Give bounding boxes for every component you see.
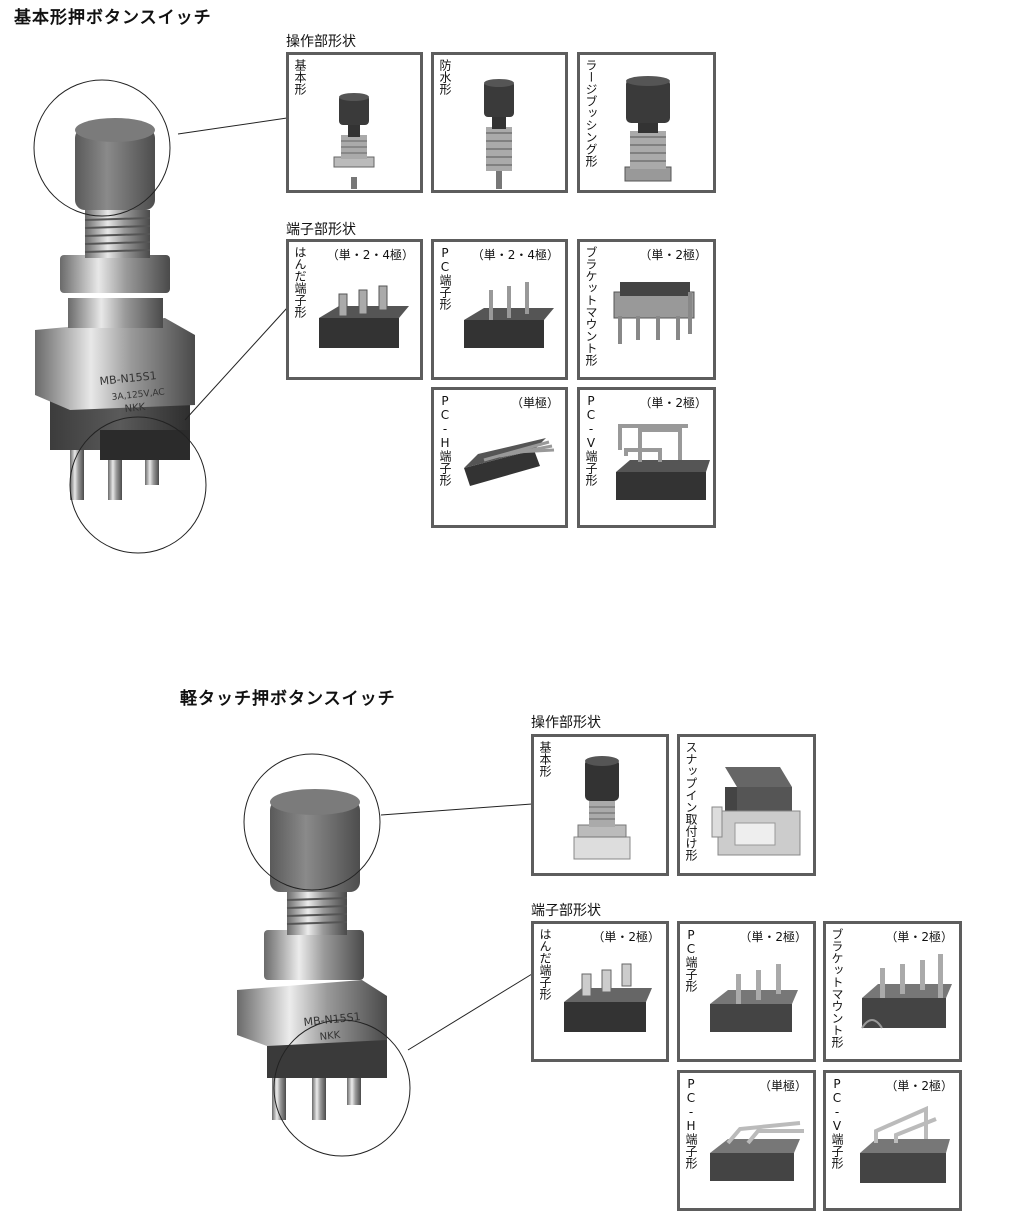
s1-term-card-bracket: ブラケットマウント形 （単・2極）: [577, 239, 716, 380]
poles-label: （単・2・4極）: [326, 248, 414, 262]
poles-label: （単極）: [510, 396, 559, 410]
card-label: PC-H端子形: [684, 1077, 698, 1169]
poles-label: （単極）: [758, 1079, 807, 1093]
photo1-model-text: MB-N15S1: [99, 369, 157, 388]
s2-term-card-pc-h: PC-H端子形 （単極）: [677, 1070, 816, 1211]
section2-terminal-label: 端子部形状: [531, 903, 601, 919]
basic-plunger-icon: [573, 756, 631, 860]
card-label: PC端子形: [438, 246, 452, 310]
large-bushing-plunger-icon: [624, 76, 672, 182]
card-label: 防水形: [438, 59, 452, 95]
poles-label: （単・2極）: [592, 930, 660, 944]
pc-h-terminal-icon: [710, 1121, 804, 1181]
card-label: ラージブッシング形: [584, 59, 598, 167]
card-label: ブラケットマウント形: [830, 928, 844, 1048]
photo2-brand-text: NKK: [319, 1030, 341, 1043]
s1-term-card-pc: PC端子形 （単・2・4極）: [431, 239, 568, 380]
bracket-mount-icon: [861, 954, 952, 1029]
waterproof-plunger-icon: [484, 79, 514, 189]
photo1-brand-text: NKK: [124, 402, 146, 415]
card-label: はんだ端子形: [293, 246, 307, 318]
s2-op-card-snap-in: スナップイン取付け形: [677, 734, 816, 876]
snap-in-mount-icon: [711, 767, 801, 856]
s2-term-card-pc: PC端子形 （単・2極）: [677, 921, 816, 1062]
section2-operation-label: 操作部形状: [531, 715, 601, 731]
poles-label: （単・2極）: [639, 248, 707, 262]
poles-label: （単・2極）: [739, 930, 807, 944]
card-label: PC-V端子形: [830, 1077, 844, 1169]
card-label: PC-H端子形: [438, 394, 452, 486]
pc-terminal-icon: [710, 964, 798, 1032]
card-label: 基本形: [538, 741, 552, 777]
card-label: スナップイン取付け形: [684, 741, 698, 861]
pc-v-terminal-icon: [616, 424, 710, 500]
s2-term-card-bracket: ブラケットマウント形 （単・2極）: [823, 921, 962, 1062]
s1-op-card-large-bushing: ラージブッシング形: [577, 52, 716, 193]
s2-term-card-pc-v: PC-V端子形 （単・2極）: [823, 1070, 962, 1211]
pc-terminal-icon: [464, 282, 554, 348]
s1-term-card-solder: はんだ端子形 （単・2・4極）: [286, 239, 423, 380]
card-label: 基本形: [293, 59, 307, 95]
section1-callout-lines: [177, 117, 288, 421]
section2-callout-lines: [380, 803, 533, 1051]
section1-terminal-label: 端子部形状: [286, 222, 356, 238]
s2-term-card-solder: はんだ端子形 （単・2極）: [531, 921, 669, 1062]
pc-h-terminal-icon: [464, 438, 555, 486]
s1-op-card-waterproof: 防水形: [431, 52, 568, 193]
poles-label: （単・2・4極）: [471, 248, 559, 262]
poles-label: （単・2極）: [885, 1079, 953, 1093]
s1-op-card-basic: 基本形: [286, 52, 423, 193]
bracket-mount-icon: [613, 282, 695, 344]
s1-term-card-pc-h: PC-H端子形 （単極）: [431, 387, 568, 528]
section1-operation-label: 操作部形状: [286, 34, 356, 50]
solder-terminal-icon: [564, 963, 652, 1032]
card-label: はんだ端子形: [538, 928, 552, 1000]
poles-label: （単・2極）: [639, 396, 707, 410]
basic-plunger-icon: [333, 93, 375, 189]
s2-op-card-basic: 基本形: [531, 734, 669, 876]
card-label: PC-V端子形: [584, 394, 598, 486]
card-label: ブラケットマウント形: [584, 246, 598, 366]
section1-title: 基本形押ボタンスイッチ: [14, 8, 212, 28]
pc-v-terminal-icon: [860, 1105, 950, 1183]
section2-switch-photo: MB-N15S1 NKK: [237, 753, 411, 1157]
poles-label: （単・2極）: [885, 930, 953, 944]
solder-terminal-icon: [319, 285, 409, 348]
card-label: PC端子形: [684, 928, 698, 992]
s1-term-card-pc-v: PC-V端子形 （単・2極）: [577, 387, 716, 528]
section1-switch-photo: MB-N15S1 3A,125V,AC NKK: [33, 79, 207, 554]
section2-title: 軽タッチ押ボタンスイッチ: [180, 689, 396, 709]
